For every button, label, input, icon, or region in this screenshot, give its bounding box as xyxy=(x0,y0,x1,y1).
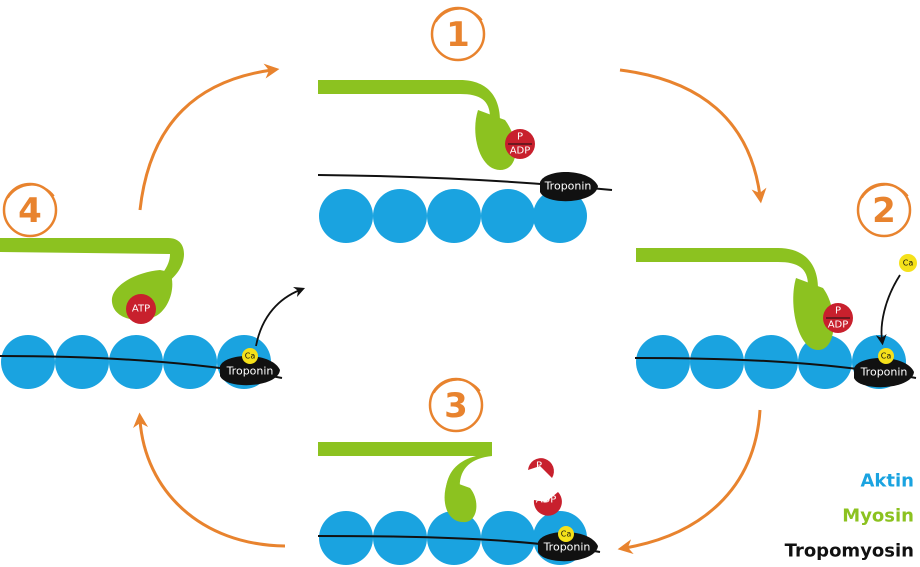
step-number-3: 3 xyxy=(444,386,468,426)
legend: Aktin Myosin Tropomyosin xyxy=(785,471,914,562)
arrow-4-to-1 xyxy=(138,63,280,211)
calcium-label: Ca xyxy=(903,259,914,268)
atp-bound: ATP xyxy=(126,294,156,324)
myosin-head xyxy=(636,248,818,333)
troponin: Troponin xyxy=(540,171,598,202)
calcium-binding-arrow xyxy=(875,274,901,346)
step-badge-3: 3 xyxy=(428,377,484,433)
phosphate-adp-bound: P ADP xyxy=(505,129,535,159)
step-4-panel: Troponin Ca ATP xyxy=(0,238,306,389)
step-number-4: 4 xyxy=(18,191,42,231)
step-number-2: 2 xyxy=(872,191,896,231)
actin-filament xyxy=(319,189,587,243)
step-2-panel: Troponin Ca Ca P ADP xyxy=(634,248,917,389)
atp-label: ATP xyxy=(132,304,150,315)
legend-actin: Aktin xyxy=(861,471,915,492)
calcium-release-arrow xyxy=(255,286,306,347)
calcium-bound: Ca xyxy=(242,348,258,364)
myosin-head xyxy=(0,238,184,284)
troponin-label: Troponin xyxy=(543,541,591,554)
step-number-1: 1 xyxy=(446,15,470,55)
troponin: Troponin xyxy=(220,355,280,386)
troponin-label: Troponin xyxy=(860,366,908,379)
arrow-2-to-3 xyxy=(617,409,762,555)
calcium-free: Ca xyxy=(899,254,917,272)
troponin-label: Troponin xyxy=(544,180,592,193)
calcium-label: Ca xyxy=(561,530,572,539)
adp-released: ADP xyxy=(533,492,562,516)
adp-label: ADP xyxy=(536,495,557,506)
myosin-head-body xyxy=(475,110,516,170)
phosphate-label: P xyxy=(536,461,542,472)
phosphate-adp-bound: P ADP xyxy=(823,303,853,333)
arrow-1-to-2 xyxy=(619,68,767,204)
phosphate-label: P xyxy=(835,306,841,317)
step-1-panel: Troponin P ADP xyxy=(317,80,613,243)
troponin: Troponin xyxy=(538,531,598,562)
calcium-label: Ca xyxy=(881,352,892,361)
troponin: Troponin xyxy=(854,357,914,388)
myosin-head-body xyxy=(444,480,477,523)
step-3-panel: Troponin Ca P ADP xyxy=(317,442,601,565)
adp-label: ADP xyxy=(828,320,849,331)
legend-tropomyosin: Tropomyosin xyxy=(785,541,914,562)
myosin-head-body xyxy=(793,278,834,350)
cycle-arrows xyxy=(133,63,767,555)
calcium-label: Ca xyxy=(245,352,256,361)
legend-myosin: Myosin xyxy=(842,506,914,527)
phosphate-label: P xyxy=(517,132,523,143)
arrow-3-to-4 xyxy=(133,412,286,548)
calcium-bound: Ca xyxy=(878,348,894,364)
step-badge-2: 2 xyxy=(856,182,912,238)
step-badge-1: 1 xyxy=(430,6,486,62)
calcium-bound: Ca xyxy=(558,526,574,542)
step-badge-4: 4 xyxy=(2,182,58,238)
adp-label: ADP xyxy=(510,146,531,157)
myosin-head xyxy=(318,80,500,165)
phosphate-released: P xyxy=(528,458,554,478)
troponin-label: Troponin xyxy=(226,365,274,378)
